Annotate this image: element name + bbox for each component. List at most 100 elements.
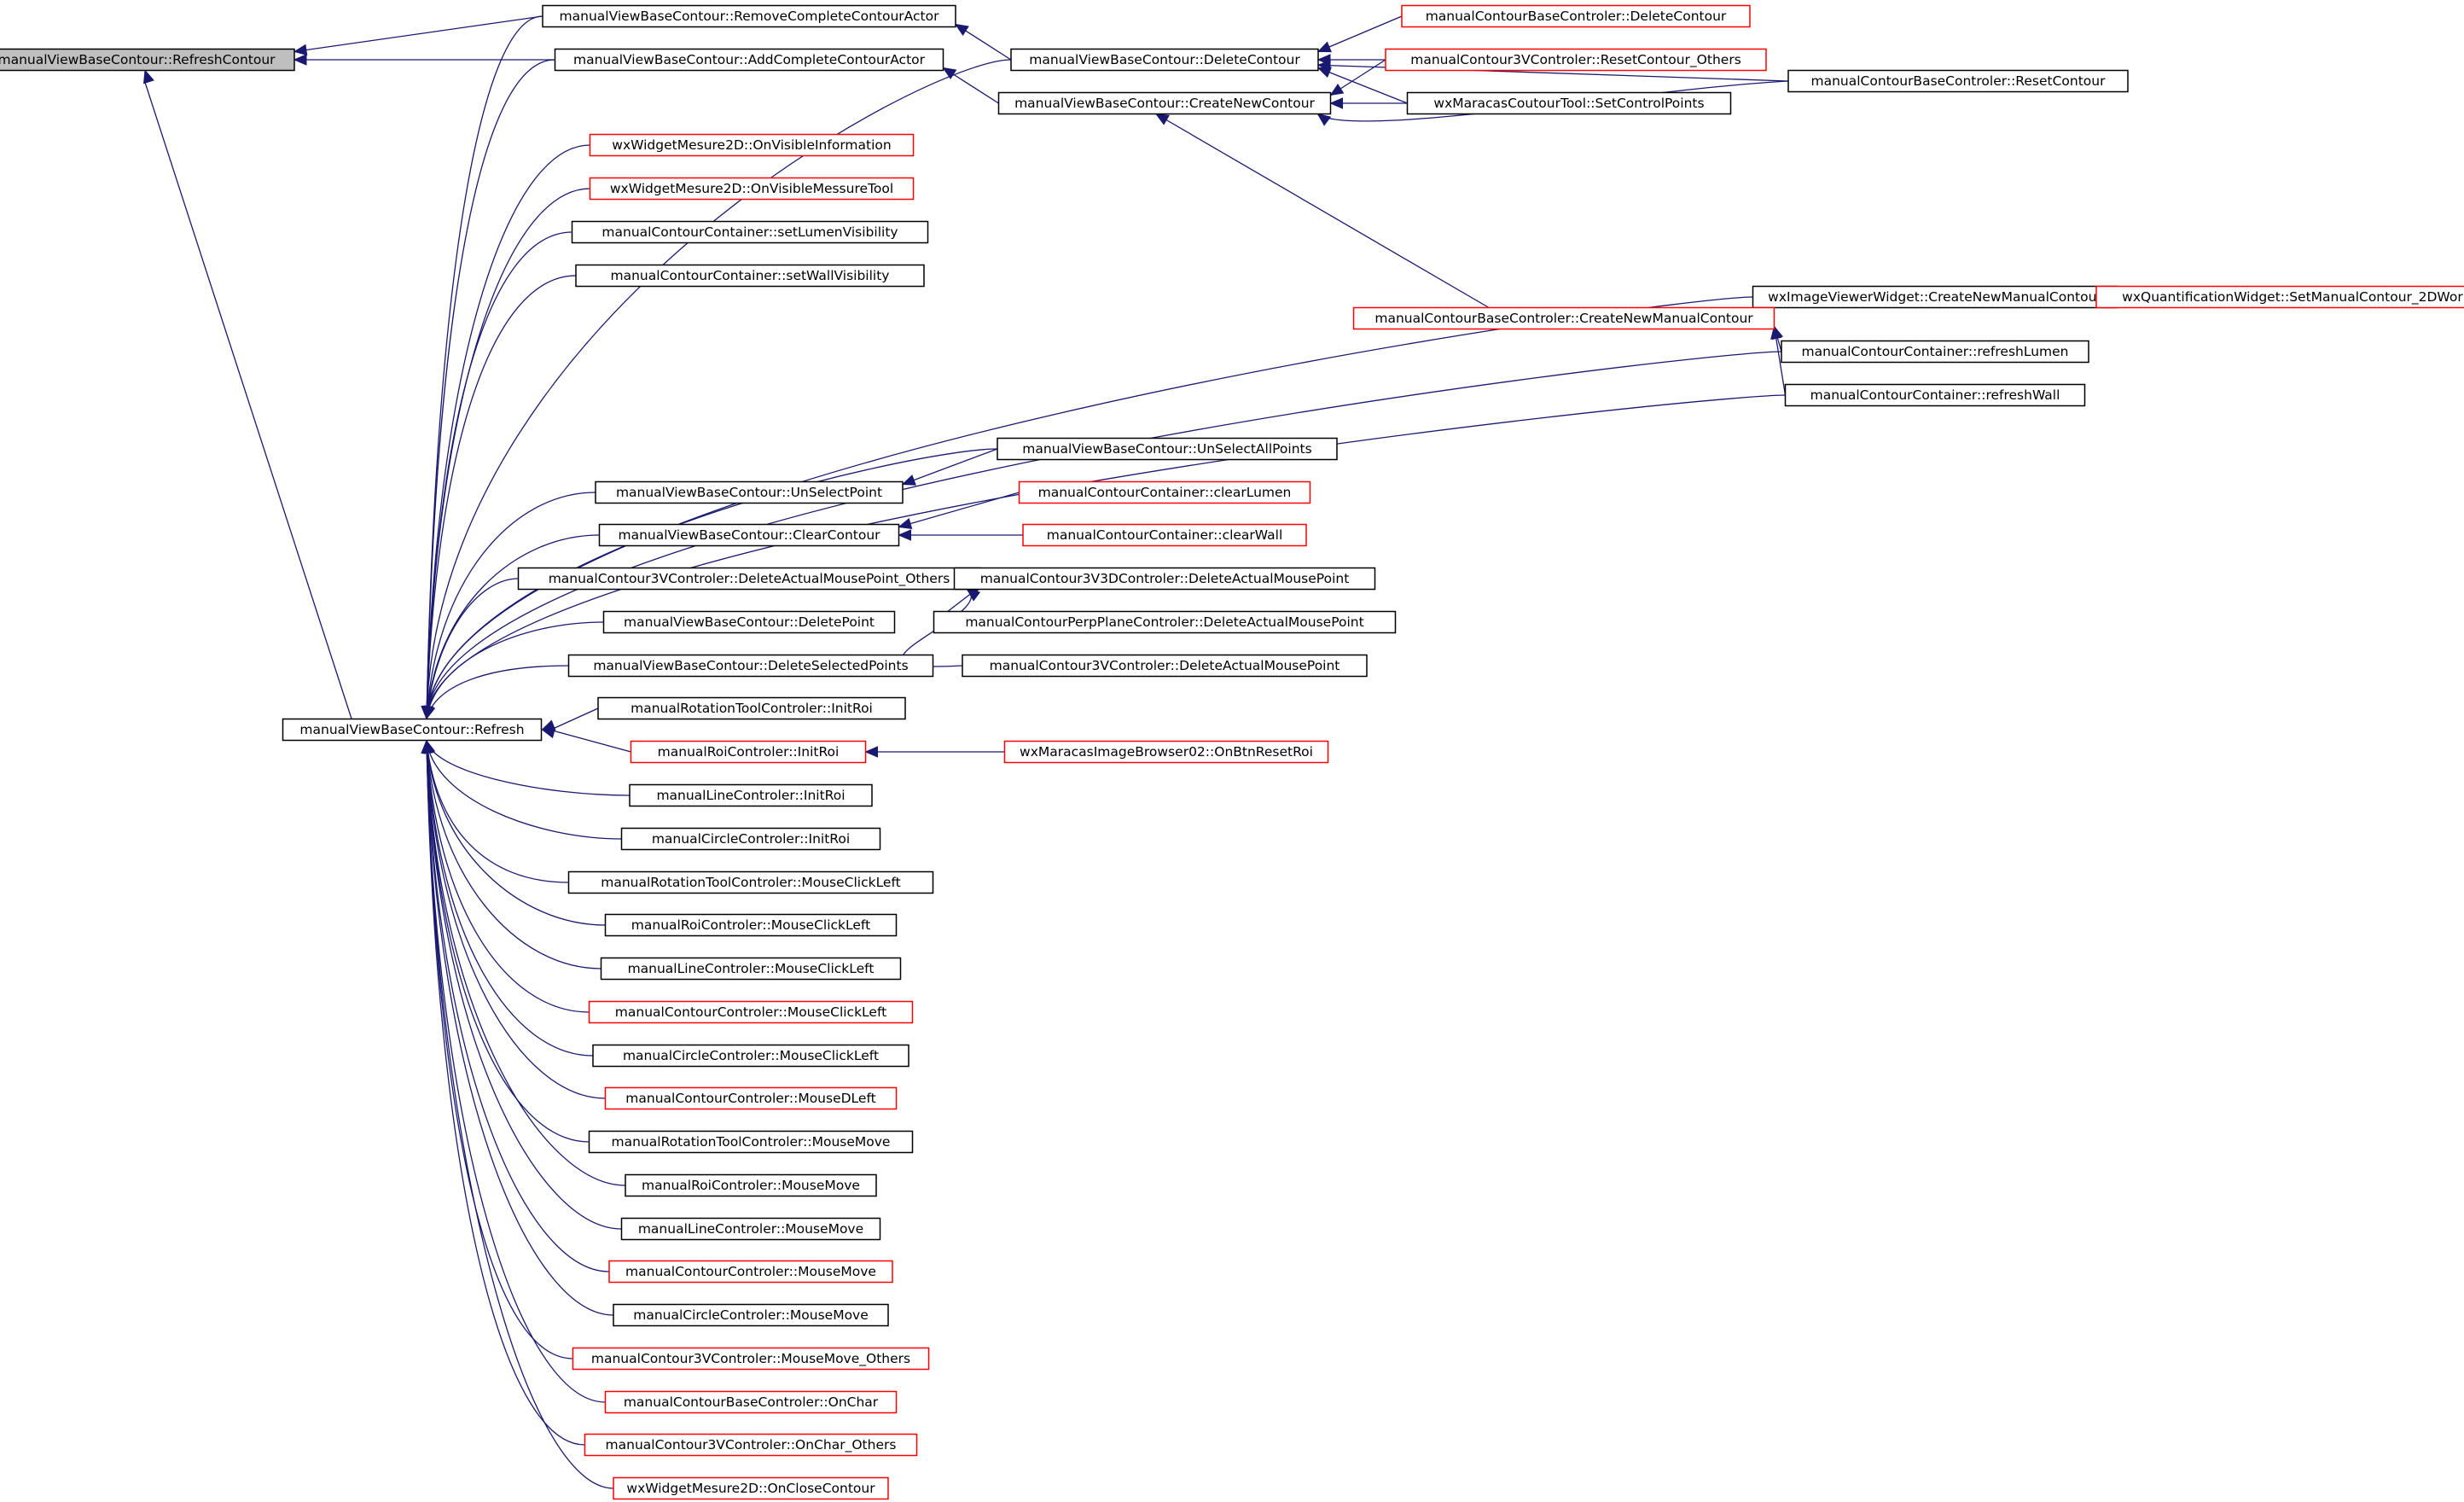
node-box[interactable] [595,480,904,504]
node-box[interactable] [1018,480,1311,504]
node-box[interactable] [620,827,881,851]
node-box[interactable] [554,48,944,72]
node-box[interactable] [600,957,902,981]
node-m3v-onchar-others[interactable]: manualContour3VControler::OnChar_Others [584,1433,918,1457]
node-box[interactable] [1352,306,1775,330]
node-box[interactable] [602,610,896,634]
node-box[interactable] [598,523,900,547]
node-box[interactable] [1385,48,1767,72]
node-box[interactable] [608,1260,893,1284]
node-refresh[interactable]: manualViewBaseContour::Refresh [282,718,543,742]
node-add-complete[interactable]: manualViewBaseContour::AddCompleteContou… [554,48,944,72]
node-label: manualViewBaseContour::ClearContour [618,527,880,543]
node-m3v-delete-amp[interactable]: manualContour3VControler::DeleteActualMo… [962,654,1368,678]
node-box[interactable] [592,1044,909,1068]
node-box[interactable] [997,91,1332,115]
node-mcc-set-lumen-vis[interactable]: manualContourContainer::setLumenVisibili… [571,220,929,244]
node-box[interactable] [588,1130,914,1154]
node-delete-point[interactable]: manualViewBaseContour::DeletePoint [602,610,896,634]
node-box[interactable] [2095,285,2464,309]
node-unselect-all-points[interactable]: manualViewBaseContour::UnSelectAllPoints [997,437,1338,461]
node-box[interactable] [620,1217,881,1241]
node-box[interactable] [575,264,925,288]
node-box[interactable] [630,740,867,764]
node-wm-on-visible-tool[interactable]: wxWidgetMesure2D::OnVisibleMessureTool [589,177,915,201]
node-mroi-mcl[interactable]: manualRoiControler::MouseClickLeft [604,913,898,937]
node-delete-selected-points[interactable]: manualViewBaseContour::DeleteSelectedPoi… [567,654,934,678]
node-box[interactable] [588,1000,914,1024]
node-mbc-onchar[interactable]: manualContourBaseControler::OnChar [604,1390,898,1414]
node-mbc-create-manual[interactable]: manualContourBaseControler::CreateNewMan… [1352,306,1775,330]
node-mcc-clear-lumen[interactable]: manualContourContainer::clearLumen [1018,480,1311,504]
node-box[interactable] [933,610,1397,634]
node-box[interactable] [962,654,1368,678]
node-refresh-contour[interactable]: manualViewBaseContour::RefreshContour [0,48,295,72]
node-box[interactable] [613,1476,889,1500]
node-m3v-reset-others[interactable]: manualContour3VControler::ResetContour_O… [1385,48,1767,72]
node-mroi-mm[interactable]: manualRoiControler::MouseMove [625,1173,877,1197]
node-box[interactable] [589,133,915,157]
node-box[interactable] [613,1303,889,1327]
node-box[interactable] [604,913,898,937]
node-mcircle-initroi[interactable]: manualCircleControler::InitRoi [620,827,881,851]
node-box[interactable] [997,437,1338,461]
node-mline-mcl[interactable]: manualLineControler::MouseClickLeft [600,957,902,981]
node-wx-set-control-points[interactable]: wxMaracasCoutourTool::SetControlPoints [1406,91,1732,115]
node-box[interactable] [604,1390,898,1414]
node-wm-on-close[interactable]: wxWidgetMesure2D::OnCloseContour [613,1476,889,1500]
node-mrt-mcl[interactable]: manualRotationToolControler::MouseClickL… [567,870,934,894]
node-box[interactable] [589,177,915,201]
node-box[interactable] [1003,740,1329,764]
node-box[interactable] [1787,69,2129,93]
node-mpp-delete-amp[interactable]: manualContourPerpPlaneControler::DeleteA… [933,610,1397,634]
node-box[interactable] [1022,523,1307,547]
node-box[interactable] [542,4,956,28]
node-box[interactable] [1010,48,1319,72]
node-box[interactable] [604,1086,898,1110]
node-delete-contour[interactable]: manualViewBaseContour::DeleteContour [1010,48,1319,72]
node-mcc-clear-wall[interactable]: manualContourContainer::clearWall [1022,523,1307,547]
node-mcc-set-wall-vis[interactable]: manualContourContainer::setWallVisibilit… [575,264,925,288]
node-m3v-mm-others[interactable]: manualContour3VControler::MouseMove_Othe… [572,1347,930,1371]
node-mrt-mm[interactable]: manualRotationToolControler::MouseMove [588,1130,914,1154]
node-remove-complete[interactable]: manualViewBaseContour::RemoveCompleteCon… [542,4,956,28]
node-mline-initroi[interactable]: manualLineControler::InitRoi [629,783,873,807]
node-wxq-set-manual[interactable]: wxQuantificationWidget::SetManualContour… [2095,285,2464,309]
node-mline-mm[interactable]: manualLineControler::MouseMove [620,1217,881,1241]
node-clear-contour[interactable]: manualViewBaseContour::ClearContour [598,523,900,547]
node-wxiv-create-manual[interactable]: wxImageViewerWidget::CreateNewManualCont… [1752,285,2118,309]
node-unselect-point[interactable]: manualViewBaseContour::UnSelectPoint [595,480,904,504]
node-mrt-initroi[interactable]: manualRotationToolControler::InitRoi [597,696,906,720]
node-mcc-refresh-wall[interactable]: manualContourContainer::refreshWall [1784,383,2086,407]
node-mbc-delete-contour[interactable]: manualContourBaseControler::DeleteContou… [1401,4,1751,28]
node-mcontour-mcl[interactable]: manualContourControler::MouseClickLeft [588,1000,914,1024]
node-m3v3d-delete-amp[interactable]: manualContour3V3DControler::DeleteActual… [953,567,1376,591]
node-box[interactable] [1781,340,2089,364]
node-box[interactable] [625,1173,877,1197]
node-box[interactable] [571,220,929,244]
node-box[interactable] [567,654,934,678]
node-mcontour-mm[interactable]: manualContourControler::MouseMove [608,1260,893,1284]
node-mcc-refresh-lumen[interactable]: manualContourContainer::refreshLumen [1781,340,2089,364]
node-box[interactable] [953,567,1376,591]
node-box[interactable] [597,696,906,720]
node-box[interactable] [572,1347,930,1371]
node-box[interactable] [282,718,543,742]
node-mcircle-mm[interactable]: manualCircleControler::MouseMove [613,1303,889,1327]
node-box[interactable] [1784,383,2086,407]
node-box[interactable] [1406,91,1732,115]
node-wxmib-reset-roi[interactable]: wxMaracasImageBrowser02::OnBtnResetRoi [1003,740,1329,764]
node-box[interactable] [0,48,295,72]
node-mroi-initroi[interactable]: manualRoiControler::InitRoi [630,740,867,764]
node-create-new-contour[interactable]: manualViewBaseContour::CreateNewContour [997,91,1332,115]
node-box[interactable] [629,783,873,807]
node-mbc-reset-contour[interactable]: manualContourBaseControler::ResetContour [1787,69,2129,93]
node-box[interactable] [584,1433,918,1457]
node-mcircle-mcl[interactable]: manualCircleControler::MouseClickLeft [592,1044,909,1068]
node-mcontour-mdl[interactable]: manualContourControler::MouseDLeft [604,1086,898,1110]
node-box[interactable] [567,870,934,894]
node-box[interactable] [517,567,981,591]
node-wm-on-visible-info[interactable]: wxWidgetMesure2D::OnVisibleInformation [589,133,915,157]
node-m3v-delete-amp-others[interactable]: manualContour3VControler::DeleteActualMo… [517,567,981,591]
node-box[interactable] [1401,4,1751,28]
